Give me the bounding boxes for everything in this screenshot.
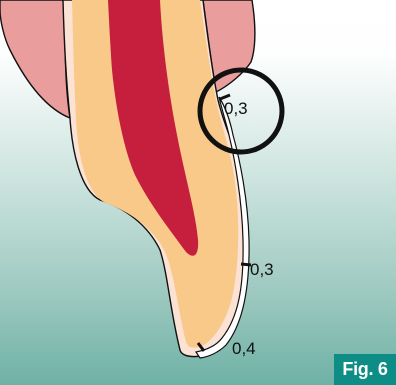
measurement-label-incisal: 0,4 <box>232 339 256 358</box>
measurement-label-cervical: 0,3 <box>224 99 248 118</box>
figure-number-badge: Fig. 6 <box>334 354 396 385</box>
measurement-label-middle: 0,3 <box>250 260 274 279</box>
